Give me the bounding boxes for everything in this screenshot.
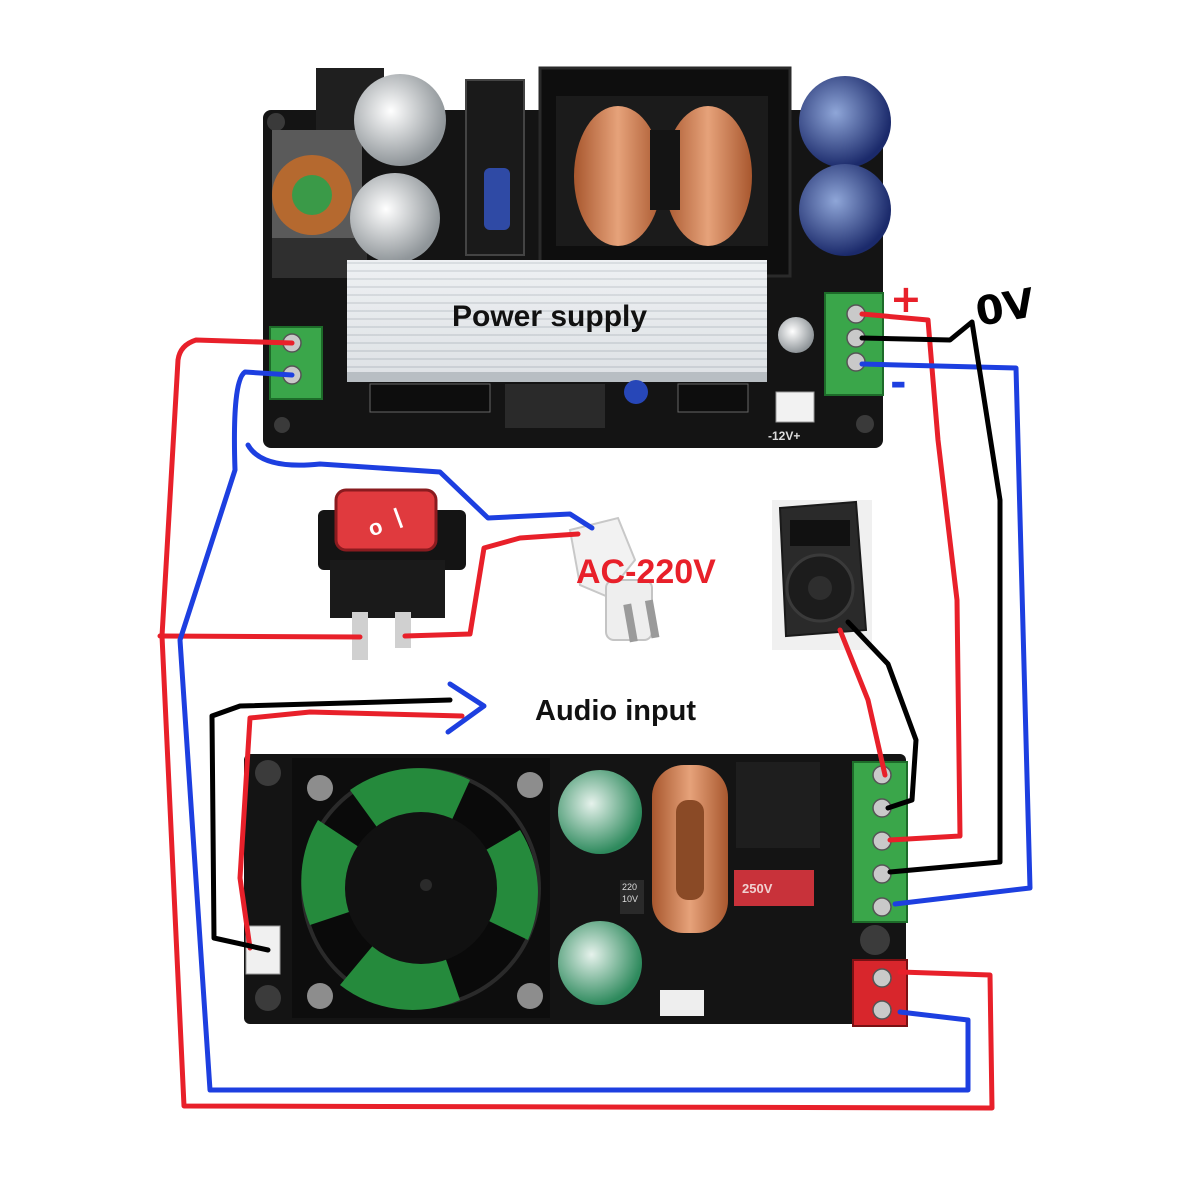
transformer	[538, 66, 792, 278]
amp-output-terminal	[852, 761, 908, 923]
capacitor	[350, 173, 440, 263]
plus-label: +	[890, 277, 922, 321]
rocker-switch-icon: o |	[318, 488, 466, 660]
amp-power-terminal	[852, 959, 908, 1027]
audio-input-label: Audio input	[535, 695, 696, 727]
wire-blue-psu-minus	[859, 361, 1033, 907]
relay-code-label: 250V	[742, 881, 773, 896]
wire-black-speaker	[845, 619, 919, 811]
psu-dc-terminal	[824, 292, 884, 396]
wire-blue-psu-to-plug	[245, 442, 595, 531]
audio-input-connector	[245, 925, 281, 975]
wire-red-speaker	[837, 627, 888, 778]
capacitor	[558, 921, 642, 1005]
relay-capacitor	[734, 870, 814, 906]
capacitor	[354, 74, 446, 166]
ac-plug-icon	[568, 516, 660, 643]
cap-220-label: 220	[622, 882, 637, 892]
wires	[157, 311, 1033, 1111]
power-supply-label: Power supply	[452, 300, 647, 333]
wire-red-plug	[402, 531, 581, 639]
inductor-coil	[652, 765, 728, 933]
wire-black-audio	[209, 697, 453, 953]
wire-red-switch	[157, 633, 363, 640]
heatsink	[347, 260, 767, 382]
capacitor	[799, 164, 891, 256]
wire-black-zero	[859, 319, 1003, 875]
wire-red-ac-main	[159, 337, 995, 1111]
wire-red-psu-plus	[859, 311, 963, 843]
wire-red-audio	[237, 709, 465, 951]
ac-voltage-label: AC-220V	[576, 553, 716, 591]
speaker-icon	[772, 500, 872, 650]
cap-10v-label: 10V	[622, 894, 638, 904]
psu-12v-label: -12V+	[768, 429, 800, 443]
minus-label: -	[890, 360, 907, 406]
wire-blue-audio-arrow	[445, 681, 487, 735]
wire-blue-ac-main	[177, 369, 971, 1093]
zero-volt-label: 0V	[972, 280, 1038, 336]
power-supply-board: -12V+	[263, 66, 891, 448]
capacitor	[799, 76, 891, 168]
psu-ac-terminal	[269, 326, 323, 400]
amplifier-board: 250V 220 10V	[244, 754, 908, 1027]
cooling-fan-icon	[292, 758, 550, 1018]
capacitor	[558, 770, 642, 854]
